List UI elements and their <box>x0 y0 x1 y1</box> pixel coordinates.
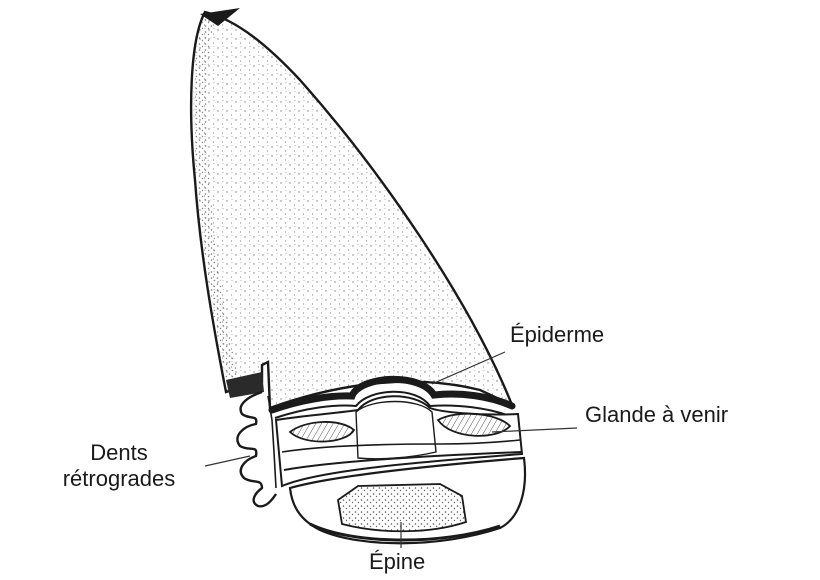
central-core <box>356 402 436 459</box>
label-dents-retrogrades: Dents rétrogrades <box>24 440 214 492</box>
label-dents-line1: Dents <box>24 440 214 466</box>
spine-body <box>191 12 512 408</box>
label-epine: Épine <box>369 549 425 575</box>
label-dents-line2: rétrogrades <box>24 466 214 492</box>
epine-core <box>338 484 466 531</box>
label-glande-a-venin: Glande à venir <box>585 402 728 428</box>
label-epiderme: Épiderme <box>510 322 604 348</box>
